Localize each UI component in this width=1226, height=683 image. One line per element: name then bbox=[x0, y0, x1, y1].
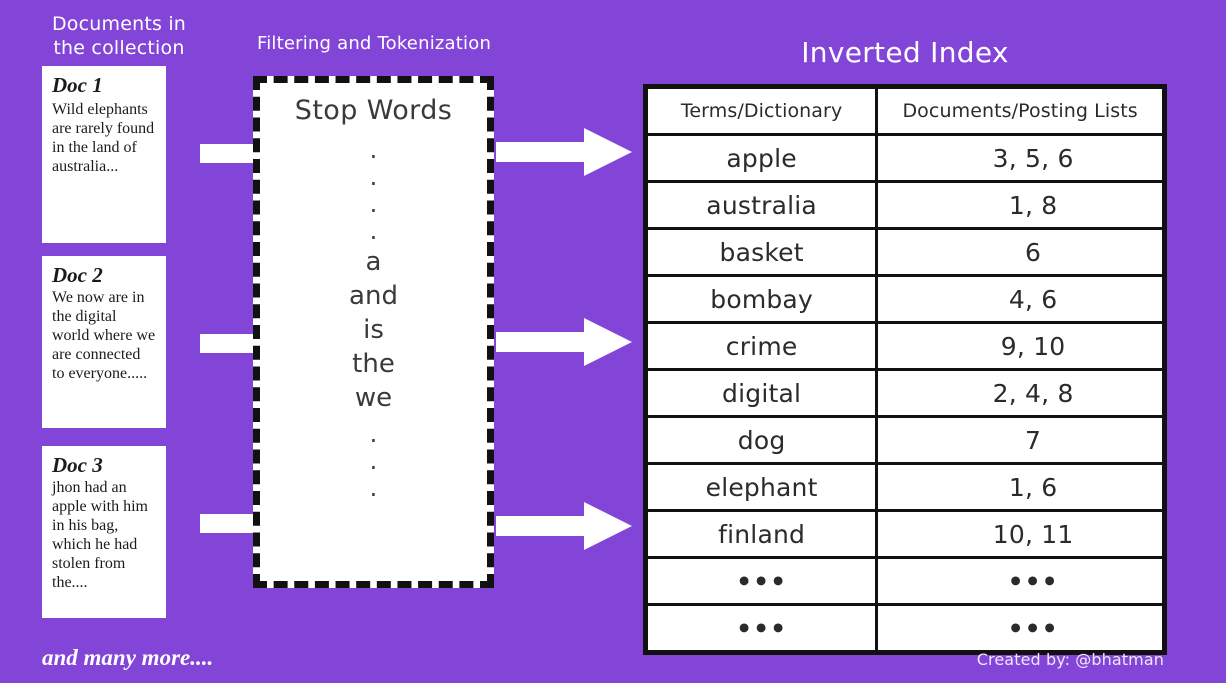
dot-icon: . bbox=[369, 217, 378, 245]
term-cell: bombay bbox=[643, 274, 879, 324]
stop-word-item: the bbox=[352, 349, 395, 379]
doc1-title: Doc 1 bbox=[52, 73, 103, 97]
table-row: elephant 1, 6 bbox=[643, 462, 1166, 512]
and-many-more-note: and many more.... bbox=[42, 645, 214, 670]
posting-cell: 3, 5, 6 bbox=[875, 133, 1166, 183]
term-cell: apple bbox=[643, 133, 879, 183]
posting-cell: 4, 6 bbox=[875, 274, 1166, 324]
dot-icon: . bbox=[369, 420, 378, 448]
document-card-doc1: Doc 1 Wild elephants are rarely found in… bbox=[42, 66, 166, 243]
table-row: digital 2, 4, 8 bbox=[643, 368, 1166, 418]
posting-cell: 1, 6 bbox=[875, 462, 1166, 512]
table-row: ••• ••• bbox=[643, 603, 1166, 654]
dot-icon: . bbox=[369, 190, 378, 218]
posting-cell-ellipsis: ••• bbox=[875, 603, 1166, 654]
right-arrow-3-icon bbox=[496, 502, 632, 550]
dot-icon: . bbox=[369, 447, 378, 475]
table-row: dog 7 bbox=[643, 415, 1166, 465]
right-arrow-1-icon bbox=[496, 128, 632, 176]
dot-icon: . bbox=[369, 474, 378, 502]
term-cell: crime bbox=[643, 321, 879, 371]
term-cell: elephant bbox=[643, 462, 879, 512]
stop-words-list: a and is the we bbox=[260, 245, 487, 415]
inverted-index-table: Terms/Dictionary Documents/Posting Lists… bbox=[643, 84, 1167, 655]
stop-word-item: a bbox=[365, 247, 382, 277]
doc2-title: Doc 2 bbox=[52, 263, 103, 287]
credit-label: Created by: @bhatman bbox=[976, 650, 1164, 669]
term-cell: australia bbox=[643, 180, 879, 230]
table-row: finland 10, 11 bbox=[643, 509, 1166, 559]
term-cell-ellipsis: ••• bbox=[643, 556, 879, 606]
doc1-body: Wild elephants are rarely found in the l… bbox=[52, 101, 155, 175]
doc2-body: We now are in the digital world where we… bbox=[52, 289, 156, 382]
stop-words-box: Stop Words . . . . a and is the we . . . bbox=[253, 76, 494, 588]
table-row: crime 9, 10 bbox=[643, 321, 1166, 371]
inverted-index-title: Inverted Index bbox=[801, 36, 1009, 69]
document-card-doc3: Doc 3 jhon had an apple with him in his … bbox=[42, 446, 166, 618]
term-cell: dog bbox=[643, 415, 879, 465]
dot-icon: . bbox=[369, 136, 378, 164]
doc3-title: Doc 3 bbox=[52, 453, 103, 477]
posting-cell: 2, 4, 8 bbox=[875, 368, 1166, 418]
table-row: apple 3, 5, 6 bbox=[643, 133, 1166, 183]
filtering-tokenization-header: Filtering and Tokenization bbox=[256, 33, 492, 54]
connector-bar-doc3-icon bbox=[200, 514, 256, 533]
term-cell: finland bbox=[643, 509, 879, 559]
posting-cell: 6 bbox=[875, 227, 1166, 277]
table-header-row: Terms/Dictionary Documents/Posting Lists bbox=[643, 85, 1166, 136]
documents-collection-header: Documents in the collection bbox=[51, 13, 187, 59]
column-header-terms: Terms/Dictionary bbox=[643, 85, 879, 136]
doc3-body: jhon had an apple with him in his bag, w… bbox=[52, 479, 148, 591]
table-row: australia 1, 8 bbox=[643, 180, 1166, 230]
term-cell: digital bbox=[643, 368, 879, 418]
stop-words-title: Stop Words bbox=[294, 95, 453, 126]
stop-words-dots-top: . . . . bbox=[260, 137, 487, 245]
connector-bar-doc2-icon bbox=[200, 334, 256, 353]
posting-cell: 1, 8 bbox=[875, 180, 1166, 230]
term-cell-ellipsis: ••• bbox=[643, 603, 879, 654]
dot-icon: . bbox=[369, 163, 378, 191]
connector-bar-doc1-icon bbox=[200, 144, 256, 163]
document-card-doc2: Doc 2 We now are in the digital world wh… bbox=[42, 256, 166, 428]
stop-word-item: we bbox=[354, 383, 393, 413]
column-header-postings: Documents/Posting Lists bbox=[875, 85, 1166, 136]
stop-words-dots-bottom: . . . bbox=[260, 421, 487, 502]
posting-cell: 7 bbox=[875, 415, 1166, 465]
table-row: basket 6 bbox=[643, 227, 1166, 277]
posting-cell-ellipsis: ••• bbox=[875, 556, 1166, 606]
table-row: ••• ••• bbox=[643, 556, 1166, 606]
stop-word-item: and bbox=[349, 281, 398, 311]
posting-cell: 9, 10 bbox=[875, 321, 1166, 371]
term-cell: basket bbox=[643, 227, 879, 277]
stop-word-item: is bbox=[363, 315, 384, 345]
table-row: bombay 4, 6 bbox=[643, 274, 1166, 324]
right-arrow-2-icon bbox=[496, 318, 632, 366]
posting-cell: 10, 11 bbox=[875, 509, 1166, 559]
